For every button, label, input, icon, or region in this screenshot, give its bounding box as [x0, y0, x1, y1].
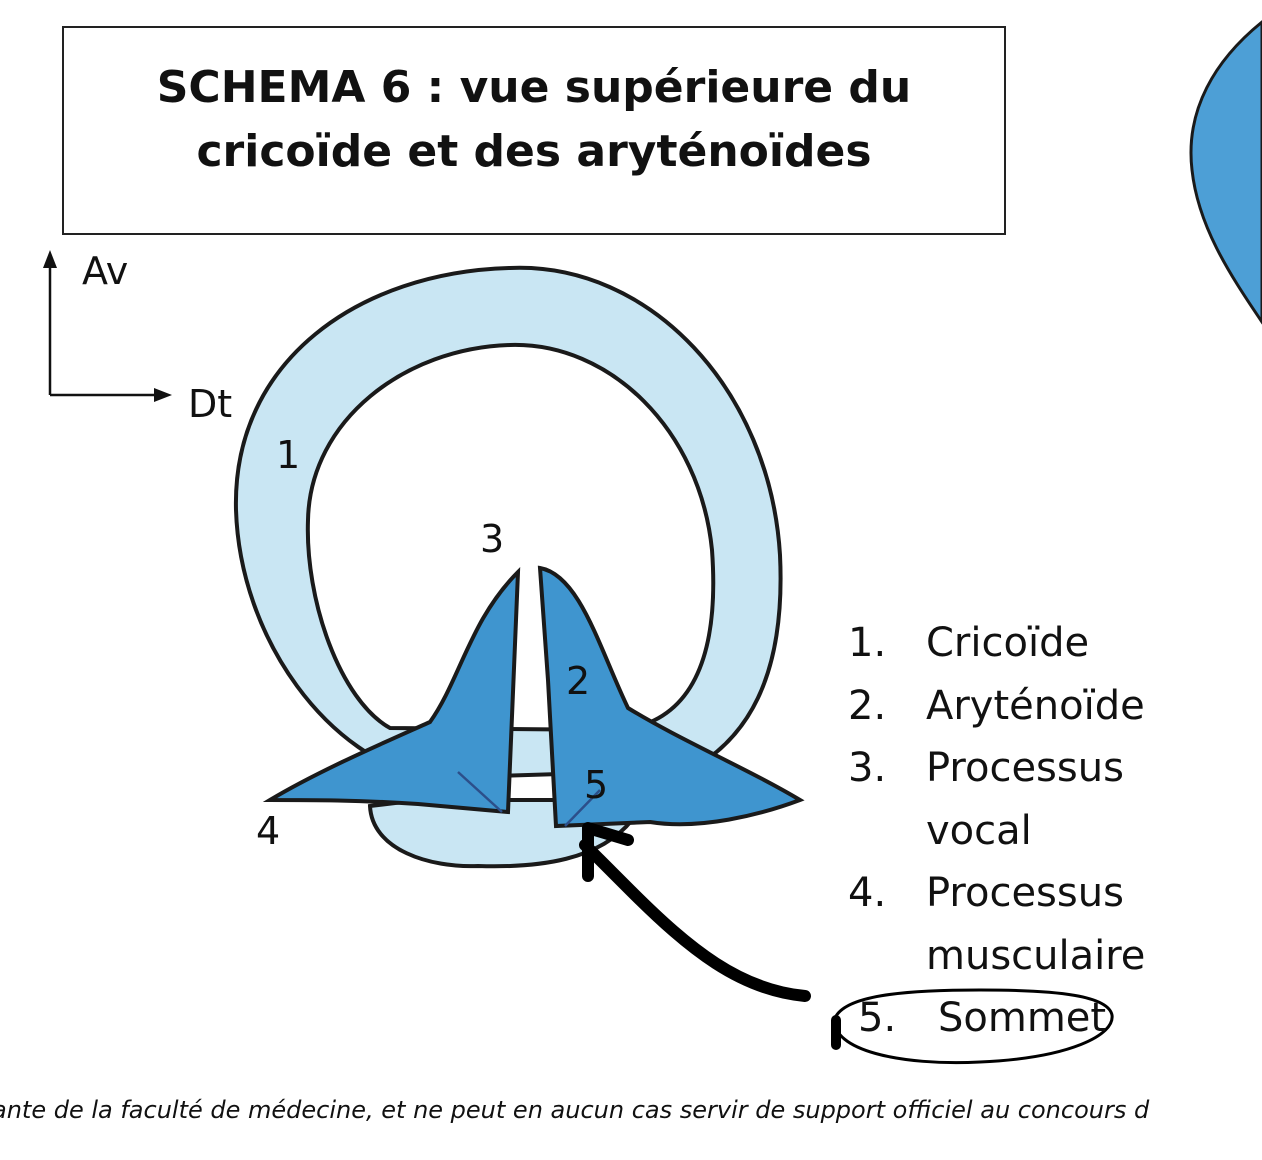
legend-item: 4. Processus musculaire [848, 862, 1178, 987]
anterior-label: Av [82, 249, 129, 293]
pointer-arrow [579, 839, 811, 1002]
title-line-1: SCHEMA 6 : vue supérieure du [156, 61, 912, 113]
legend-item: 1. Cricoïde [848, 612, 1178, 675]
arrow-right-icon [154, 388, 172, 402]
legend-number: 1. [848, 620, 887, 666]
arytenoid-left [262, 566, 521, 815]
highlight-ellipse [833, 988, 1114, 1065]
legend-item: 5. Sommet [848, 987, 1178, 1050]
footer-disclaimer: ante de la faculté de médecine, et ne pe… [0, 1096, 1150, 1124]
label-4: 4 [256, 809, 281, 853]
legend-text: Aryténoïde [926, 682, 1145, 729]
legend-number: 2. [848, 682, 887, 729]
adjacent-schema-fragment [1189, 20, 1262, 325]
arrowhead-icon [582, 822, 634, 882]
arrow-up-icon [43, 250, 57, 268]
diagram-title: SCHEMA 6 : vue supérieure du cricoïde et… [157, 56, 912, 184]
legend-number: 4. [848, 870, 887, 916]
legend-item: 2. Aryténoïde [848, 675, 1178, 738]
legend-text: Processus vocal [926, 745, 1124, 854]
legend-number: 5. [858, 995, 897, 1041]
title-line-2: cricoïde et des aryténoïdes [196, 125, 872, 177]
label-2: 2 [566, 659, 591, 703]
legend-text: Cricoïde [926, 620, 1090, 666]
orientation-axes [43, 250, 172, 402]
legend-text: Processus musculaire [926, 870, 1146, 979]
legend-list: 1. Cricoïde 2. Aryténoïde 3. Processus v… [848, 612, 1178, 1050]
arytenoid-right [537, 565, 805, 829]
legend-text: Sommet [938, 995, 1107, 1041]
legend-number: 3. [848, 745, 887, 791]
label-3: 3 [480, 517, 505, 561]
label-1: 1 [276, 433, 301, 477]
label-5: 5 [584, 763, 609, 807]
title-box: SCHEMA 6 : vue supérieure du cricoïde et… [62, 26, 1006, 235]
right-label: Dt [188, 382, 233, 426]
legend-item: 3. Processus vocal [848, 737, 1178, 862]
